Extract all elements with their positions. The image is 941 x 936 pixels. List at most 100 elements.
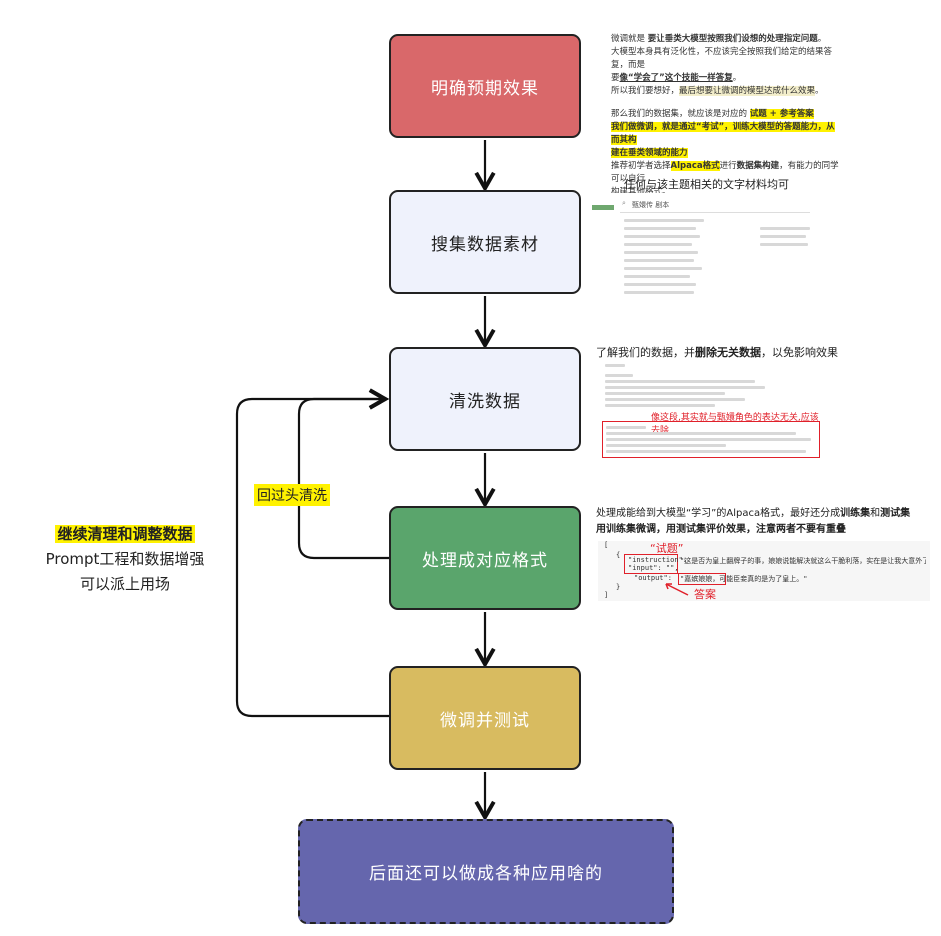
result-line bbox=[624, 251, 698, 254]
note-goal-l3b: 像“学会了”这个技能一样答复 bbox=[619, 73, 733, 83]
result-line bbox=[624, 267, 702, 270]
step-format-data: 处理成对应格式 bbox=[389, 506, 581, 610]
removed-passage-box bbox=[602, 421, 820, 458]
note-goal-l5b: 试题 + 参考答案 bbox=[749, 109, 814, 119]
script-line bbox=[605, 392, 725, 395]
step-applications-label: 后面还可以做成各种应用啥的 bbox=[369, 864, 603, 884]
code-output-value: "嘉嫔娘娘，可能臣妾真的是为了皇上。" bbox=[680, 575, 808, 583]
step-collect-data: 搜集数据素材 bbox=[389, 190, 581, 294]
result-line bbox=[624, 275, 690, 278]
note-goal-l5a: 那么我们的数据集，就应该是对应的 bbox=[611, 109, 750, 119]
note-format-l1b: 训练集 bbox=[840, 508, 871, 519]
note-goal-l1a: 微调就是 bbox=[611, 34, 648, 44]
note-goal-l4b: 最后想要让微调的模型达成什么效果 bbox=[679, 86, 816, 96]
script-line bbox=[606, 444, 726, 447]
note-goal-l8b: Alpaca格式 bbox=[670, 161, 720, 171]
script-line bbox=[605, 380, 755, 383]
note-goal-l1b: 要让垂类大模型按照我们设想的处理指定问题 bbox=[647, 34, 818, 44]
search-query: 甄嬛传 剧本 bbox=[632, 201, 670, 209]
result-line bbox=[624, 291, 694, 294]
side-line bbox=[760, 227, 810, 230]
note-goal-l4c: 。 bbox=[815, 86, 824, 96]
note-goal-l8e: ，有能力的同学可以自行 bbox=[611, 161, 839, 184]
left-note-line2: 可以派上用场 bbox=[79, 575, 170, 593]
note-format-l2a: 用训练集微调，用测试集评价效果，注意两者不要有重叠 bbox=[596, 524, 846, 535]
script-line bbox=[606, 432, 796, 435]
step-define-goal: 明确预期效果 bbox=[389, 34, 581, 138]
result-line bbox=[624, 243, 692, 246]
answer-label: 答案 bbox=[694, 588, 716, 601]
step-define-goal-label: 明确预期效果 bbox=[431, 78, 539, 99]
note-goal-l8a: 推荐初学者选择 bbox=[611, 161, 671, 171]
result-line bbox=[624, 227, 696, 230]
left-note-line1: Prompt工程和数据增强 bbox=[45, 550, 205, 568]
loop-back-tag: 回过头清洗 bbox=[254, 484, 330, 506]
result-line bbox=[624, 219, 704, 222]
note-clean-caption: 了解我们的数据，并删除无关数据，以免影响效果 bbox=[596, 344, 838, 360]
search-icon: ⌕ bbox=[622, 199, 626, 207]
loop-outer bbox=[235, 388, 390, 718]
answer-arrow-icon bbox=[665, 583, 689, 596]
code-instruction-value: "这是否为皇上翻牌子的事，娘娘说能解决就这么干脆利落，实在是让我大意外了。", bbox=[680, 557, 926, 565]
question-box bbox=[624, 554, 678, 574]
step-applications: 后面还可以做成各种应用啥的 bbox=[298, 819, 674, 924]
note-format-l1c: 和 bbox=[870, 508, 881, 519]
script-screenshot: 像这段,其实就与甄嬛角色的表达无关,应该去除 bbox=[599, 360, 821, 458]
note-clean-caption-a: 了解我们的数据，并 bbox=[596, 346, 695, 359]
alpaca-example: “试题” [ { "instruction": "这是否为皇上翻牌子的事，娘娘说… bbox=[598, 541, 930, 601]
note-goal-l1c: 。 bbox=[817, 34, 827, 44]
note-collect-caption: 任何与该主题相关的文字材料均可 bbox=[624, 178, 789, 191]
step-clean-data-label: 清洗数据 bbox=[449, 391, 521, 412]
script-line bbox=[605, 386, 765, 389]
note-clean-caption-b: 删除无关数据 bbox=[695, 346, 761, 359]
script-line bbox=[605, 404, 715, 407]
result-line bbox=[624, 235, 700, 238]
note-goal-l7: 建在垂类领域的能力 bbox=[611, 148, 688, 158]
side-line bbox=[760, 235, 806, 238]
loop-inner bbox=[297, 388, 390, 560]
step-collect-data-label: 搜集数据素材 bbox=[431, 234, 539, 255]
left-note: 继续清理和调整数据 Prompt工程和数据增强 可以派上用场 bbox=[20, 522, 230, 597]
search-screenshot: ⌕ 甄嬛传 剧本 bbox=[592, 193, 820, 305]
note-goal-l9: 构建其他格式。 bbox=[611, 187, 671, 197]
answer-box bbox=[678, 573, 726, 585]
step-format-data-label: 处理成对应格式 bbox=[422, 550, 548, 571]
note-goal-l8c: 进行 bbox=[719, 161, 737, 171]
code-brace: { bbox=[616, 551, 621, 559]
script-line bbox=[606, 450, 806, 453]
script-line bbox=[605, 398, 745, 401]
note-goal-l2: 大模型本身具有泛化性，不应该完全按照我们给定的结果答复，而是 bbox=[611, 47, 833, 70]
note-format-l1d: 测试集 bbox=[880, 508, 911, 519]
code-open: [ bbox=[604, 541, 609, 549]
script-line bbox=[606, 426, 646, 429]
note-goal-l4a: 所以我们要想好， bbox=[611, 86, 680, 96]
code-close: ] bbox=[604, 591, 609, 599]
note-goal-l3a: 要 bbox=[611, 73, 620, 83]
search-bar: ⌕ 甄嬛传 剧本 bbox=[620, 199, 810, 213]
note-goal-l6: 我们做微调，就是通过“考试”，训练大模型的答题能力，从而其构 bbox=[611, 122, 835, 145]
search-logo bbox=[592, 205, 614, 210]
script-line bbox=[606, 438, 811, 441]
note-goal: 微调就是 要让垂类大模型按照我们设想的处理指定问题。 大模型本身具有泛化性，不应… bbox=[611, 33, 839, 199]
note-format: 处理成能给到大模型“学习”的Alpaca格式，最好还分成训练集和测试集 用训练集… bbox=[596, 506, 938, 538]
note-format-l1a: 处理成能给到大模型“学习”的Alpaca格式，最好还分成 bbox=[596, 508, 841, 519]
script-line bbox=[605, 364, 625, 367]
note-clean-caption-c: ，以免影响效果 bbox=[761, 346, 838, 359]
script-line bbox=[605, 374, 633, 377]
result-line bbox=[624, 283, 696, 286]
remove-note: 像这段,其实就与甄嬛角色的表达无关,应该去除 bbox=[651, 413, 819, 436]
note-goal-l8d: 数据集构建 bbox=[736, 161, 780, 171]
left-note-title: 继续清理和调整数据 bbox=[55, 525, 195, 543]
code-output-key: "output": bbox=[634, 574, 672, 582]
code-input: "input": "", bbox=[628, 564, 679, 572]
step-clean-data: 清洗数据 bbox=[389, 347, 581, 451]
note-goal-l3c: 。 bbox=[732, 73, 742, 83]
side-line bbox=[760, 243, 808, 246]
code-instruction-key: "instruction": bbox=[628, 556, 688, 564]
question-label: “试题” bbox=[650, 542, 684, 555]
code-close-brace: } bbox=[616, 583, 621, 591]
result-line bbox=[624, 259, 694, 262]
step-finetune-test: 微调并测试 bbox=[389, 666, 581, 770]
step-finetune-test-label: 微调并测试 bbox=[440, 710, 530, 731]
